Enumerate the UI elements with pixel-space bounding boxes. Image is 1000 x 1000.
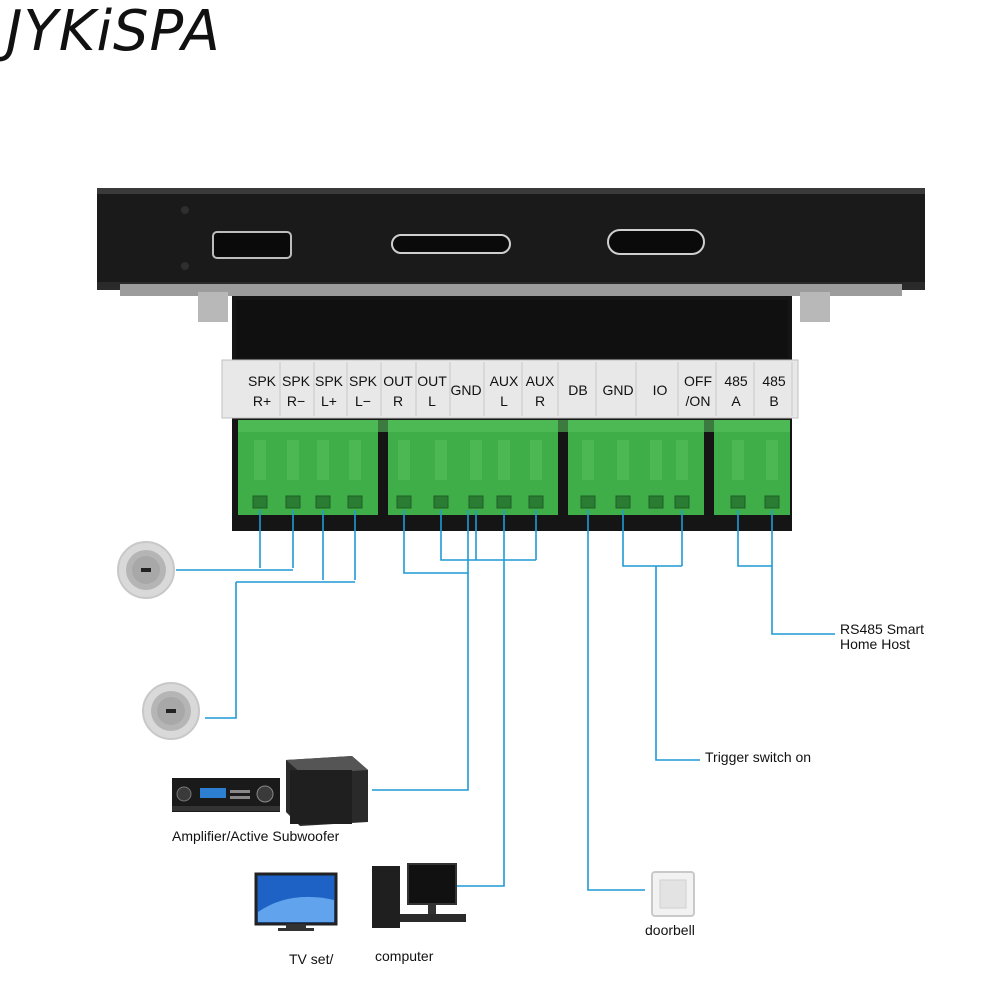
rs485-label-line2: Home Host [840,636,910,652]
terminal-ridge [732,440,744,480]
terminal-ridge [254,440,266,480]
amplifier-icon [172,778,280,812]
terminal-label-top: GND [602,382,633,398]
terminal-label-bottom: R+ [253,393,271,409]
terminal-label-top: AUX [490,373,519,389]
terminal-label-bottom: L− [355,393,371,409]
terminal-screw-hole [468,495,484,509]
terminal-label-top: SPK [282,373,311,389]
terminal-blocks [238,420,790,515]
terminal-screw-hole [764,495,780,509]
brand-logo: JYKiSPA [6,0,221,64]
terminal-label-top: SPK [315,373,344,389]
terminal-label-top: GND [450,382,481,398]
terminal-label-top: SPK [248,373,277,389]
terminal-label-bottom: /ON [686,393,711,409]
terminal-screw-hole [615,495,631,509]
doorbell-switch-icon [651,871,695,917]
doorbell-label: doorbell [645,922,695,938]
terminal-label-top: OFF [684,373,712,389]
terminal-label-top: 485 [724,373,748,389]
terminal-label-bottom: B [769,393,778,409]
terminal-ridge [582,440,594,480]
terminal-label-bottom: A [731,393,741,409]
usb-c-port [607,229,705,255]
terminal-ridge [470,440,482,480]
hdmi-port [212,231,292,259]
ceiling-speaker-icon [117,541,175,599]
terminal-ridge [650,440,662,480]
terminal-ridge [530,440,542,480]
terminal-screw-hole [496,495,512,509]
terminal-ridge [676,440,688,480]
terminal-label-top: OUT [383,373,413,389]
terminal-ridge [435,440,447,480]
terminal-screw-hole [396,495,412,509]
terminal-label-top: AUX [526,373,555,389]
device-panel [97,188,925,290]
terminal-ridge [317,440,329,480]
terminal-ridge [287,440,299,480]
terminal-label-bottom: R− [287,393,305,409]
terminal-label-bottom: R [393,393,403,409]
subwoofer-icon [286,756,368,826]
terminal-screw-hole [648,495,664,509]
terminal-screw-hole [730,495,746,509]
terminal-ridge [398,440,410,480]
terminal-screw-hole [674,495,690,509]
terminal-screw-hole [347,495,363,509]
terminal-label-bottom: L [428,393,436,409]
terminal-ridge [498,440,510,480]
terminal-label-top: IO [653,382,668,398]
terminal-screw-hole [528,495,544,509]
terminal-label-top: SPK [349,373,378,389]
terminal-label-strip: SPK R+ SPK R− SPK L+ SPK L− OUT R OUT L GND AUX L AUX R D… [221,359,799,419]
terminal-screw-hole [580,495,596,509]
terminal-ridge [617,440,629,480]
terminal-label-bottom: L [500,393,508,409]
terminal-label-bottom: R [535,393,545,409]
terminal-screw-hole [315,495,331,509]
terminal-ridge [766,440,778,480]
card-slot [391,234,511,254]
terminal-label-top: 485 [762,373,786,389]
terminal-label-top: OUT [417,373,447,389]
terminal-label-bottom: L+ [321,393,337,409]
tv-label: TV set/ [289,951,333,967]
wires [176,510,835,891]
terminal-screw-hole [285,495,301,509]
computer-label: computer [375,948,434,964]
ceiling-speaker-icon [142,682,200,740]
terminal-ridge [349,440,361,480]
trigger-label: Trigger switch on [705,749,811,765]
tv-icon [254,872,338,931]
amplifier-label: Amplifier/Active Subwoofer [172,828,340,844]
terminal-screw-hole [252,495,268,509]
terminal-screw-hole [433,495,449,509]
computer-icon [372,863,466,928]
terminal-label-top: DB [568,382,587,398]
rs485-label-line1: RS485 Smart [840,621,924,637]
